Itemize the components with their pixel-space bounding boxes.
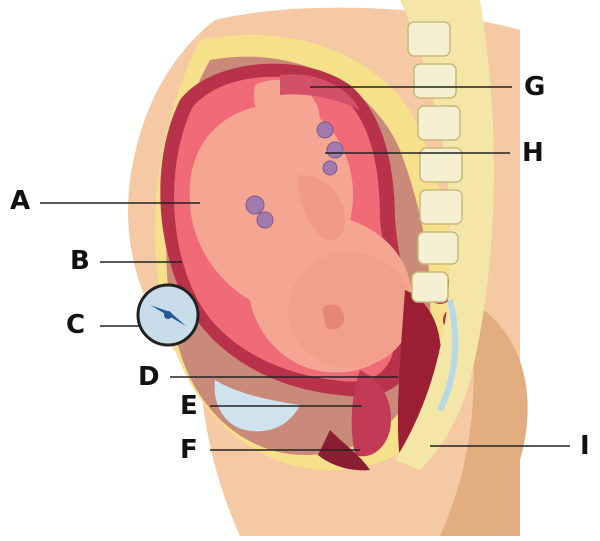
label-e: E bbox=[180, 393, 198, 419]
inset-circle bbox=[138, 285, 198, 345]
label-d: D bbox=[138, 364, 160, 390]
label-g: G bbox=[524, 74, 545, 100]
label-i: I bbox=[580, 433, 590, 459]
fetus-head bbox=[288, 252, 412, 368]
label-c: C bbox=[66, 312, 85, 338]
label-h: H bbox=[522, 140, 544, 166]
label-f: F bbox=[180, 437, 198, 463]
label-b: B bbox=[70, 248, 90, 274]
label-a: A bbox=[10, 188, 30, 214]
